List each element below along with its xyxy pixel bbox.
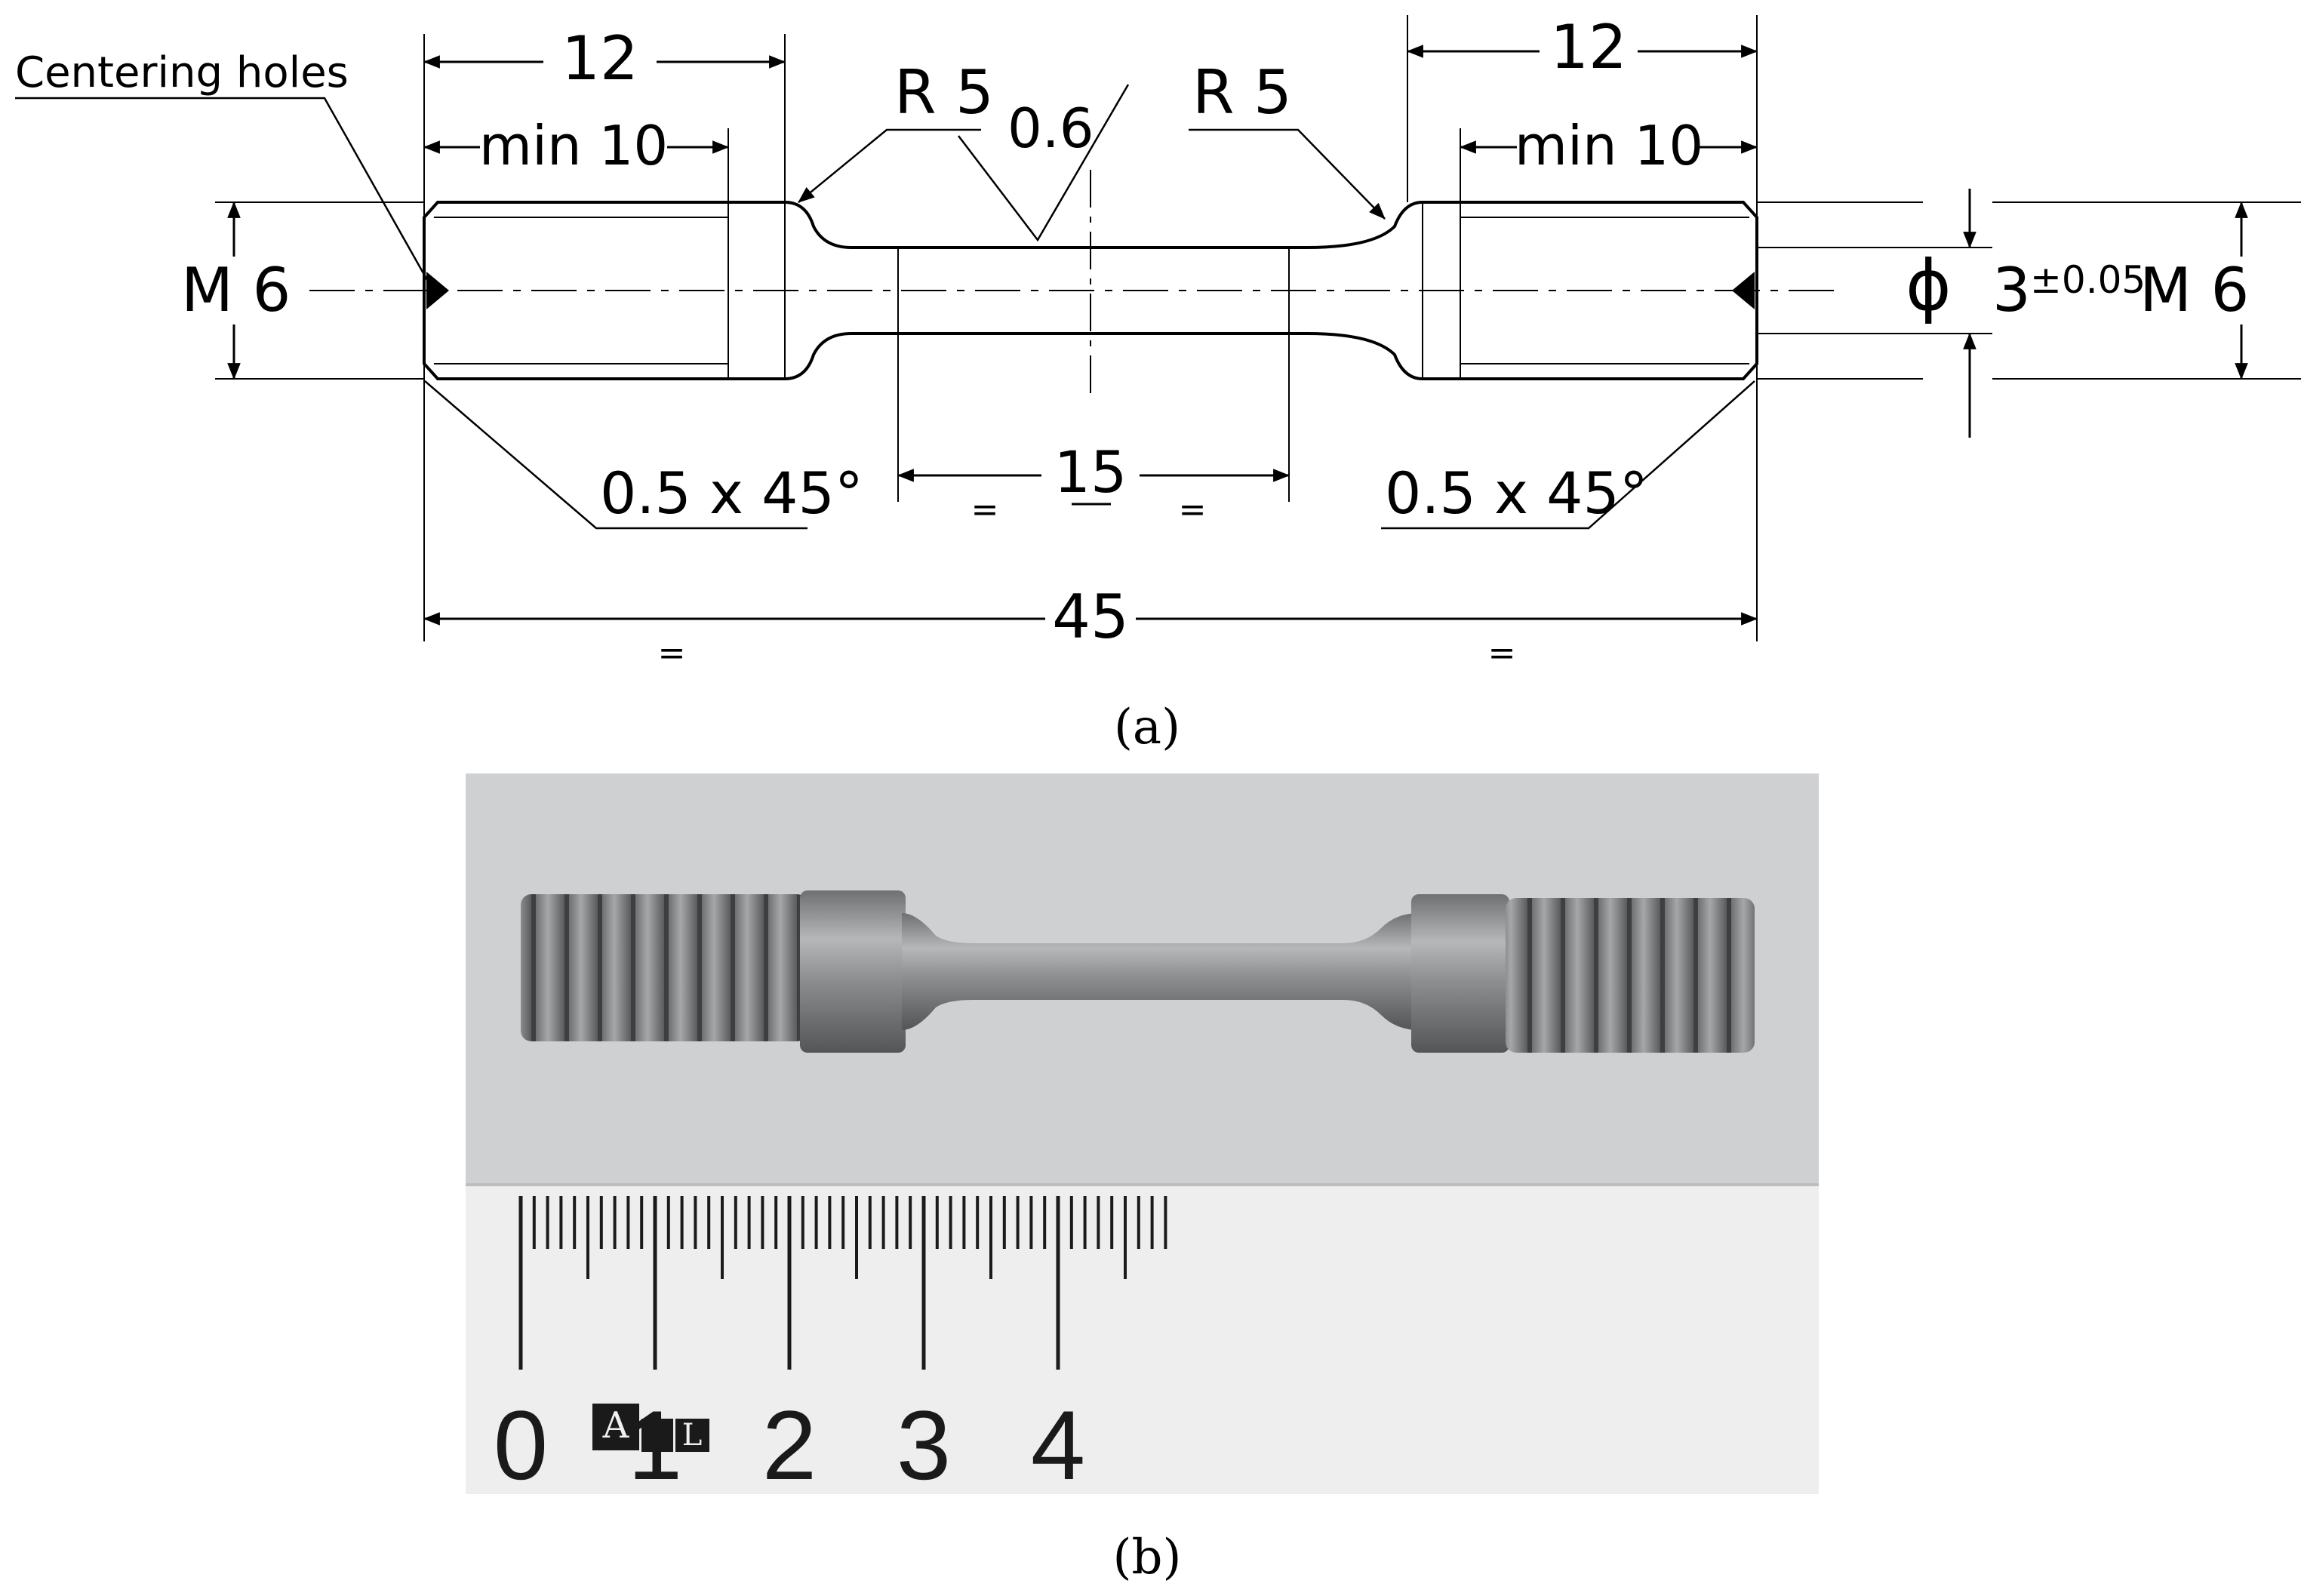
dim-r5-right: R 5 xyxy=(1192,57,1292,128)
photo-collar-left xyxy=(800,890,906,1053)
centering-hole-left xyxy=(426,272,449,309)
caption-a: (a) xyxy=(1114,700,1180,755)
label-centering-holes: Centering holes xyxy=(15,48,349,97)
dim-diameter-value: 3 xyxy=(1992,255,2031,325)
dim-12-right: 12 xyxy=(1550,12,1627,82)
specimen-photo: 01234 A L (b) xyxy=(466,773,1819,1585)
dim-chamfer-left: 0.5 x 45° xyxy=(600,460,863,527)
photo-collar-right xyxy=(1411,894,1509,1053)
ruler-label: 0 xyxy=(494,1390,548,1500)
symmetry-mark-total-left: = xyxy=(658,634,686,672)
ruler: 01234 A L xyxy=(466,1183,1819,1500)
dim-roughness: 0.6 xyxy=(1007,97,1094,160)
dim-m6-left: M 6 xyxy=(181,255,291,325)
ruler-logo: A L xyxy=(592,1404,709,1453)
dimension-lines xyxy=(227,45,2248,626)
caption-b: (b) xyxy=(1113,1530,1182,1585)
logo-letter-l: L xyxy=(682,1418,703,1453)
specimen-outline xyxy=(423,201,1758,380)
leader-lines xyxy=(15,84,1755,530)
dim-min10-right: min 10 xyxy=(1515,114,1703,177)
ruler-label: 3 xyxy=(897,1390,951,1500)
dim-chamfer-right: 0.5 x 45° xyxy=(1385,460,1648,527)
ruler-ticks xyxy=(518,1196,1167,1370)
photo-thread-right xyxy=(1506,898,1755,1053)
symmetry-mark-total-right: = xyxy=(1488,634,1516,672)
logo-letter-a: A xyxy=(602,1404,630,1447)
dim-m6-right: M 6 xyxy=(2139,255,2249,325)
photo-gauge-section xyxy=(902,913,1419,1030)
dim-diameter-tolerance: ±0.05 xyxy=(2030,258,2146,302)
ruler-label: 2 xyxy=(762,1390,817,1500)
photo-thread-left xyxy=(521,894,808,1041)
technical-drawing xyxy=(15,15,2301,641)
dim-min10-left: min 10 xyxy=(479,114,668,177)
dim-diameter-symbol: ϕ xyxy=(1906,245,1952,326)
dim-12-left: 12 xyxy=(561,23,638,94)
photo-specimen xyxy=(521,890,1755,1053)
symmetry-mark-gauge-left: = xyxy=(971,490,999,529)
dim-total-length: 45 xyxy=(1052,582,1129,652)
drawing-labels: Centering holes 12 12 min 10 min 10 R 5 … xyxy=(15,12,2249,755)
ruler-label: 4 xyxy=(1031,1390,1085,1500)
dim-gauge-length: 15 xyxy=(1054,438,1127,506)
symmetry-mark-gauge-right: = xyxy=(1179,490,1207,529)
centering-hole-right xyxy=(1732,272,1755,309)
dim-r5-left: R 5 xyxy=(894,57,994,128)
